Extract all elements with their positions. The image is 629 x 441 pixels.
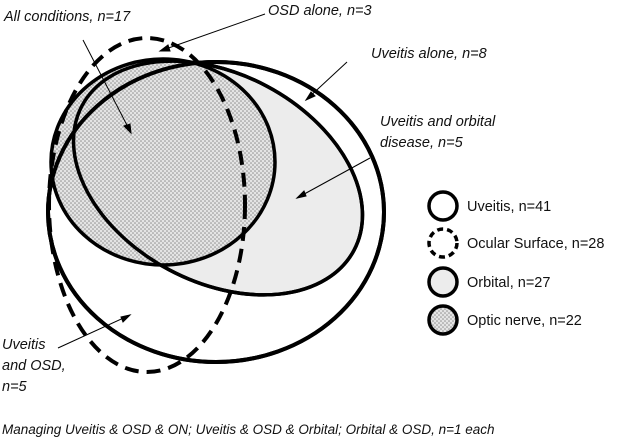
legend-optic-nerve-swatch [427,304,459,336]
legend-uveitis-label: Uveitis, n=41 [467,199,551,215]
label-uveitis-orbital-1: Uveitis and orbital [380,114,496,130]
legend-osd-swatch [427,227,459,259]
pointer-osd-alone [159,13,266,52]
pointer-osd-alone-head [158,44,171,52]
legend: Uveitis, n=41 Ocular Surface, n=28 Orbit… [427,190,604,336]
label-uveitis-alone: Uveitis alone, n=8 [371,46,487,62]
label-uveitis-osd-3: n=5 [2,379,28,395]
legend-uveitis-swatch [427,190,459,222]
legend-orbital-label: Orbital, n=27 [467,275,550,291]
pointer-uveitis-osd [57,314,131,349]
legend-osd-label: Ocular Surface, n=28 [467,236,604,252]
legend-orbital-swatch [427,266,459,298]
pointer-uveitis-alone-head [304,91,316,102]
pointer-uveitis-osd-head [120,314,132,323]
footnote: Managing Uveitis & OSD & ON; Uveitis & O… [2,422,495,437]
pointer-all-conditions [82,39,132,134]
osd-dashed-ellipse [47,36,247,374]
legend-optic-nerve-label: Optic nerve, n=22 [467,313,582,329]
pointer-all-conditions-head [123,123,132,135]
label-all-conditions: All conditions, n=17 [3,9,131,25]
label-osd-alone: OSD alone, n=3 [268,3,372,19]
pointer-lines [57,13,371,349]
pointer-uveitis-orbital [296,157,371,199]
label-uveitis-osd-2: and OSD, [2,358,66,374]
uveitis-outline-overlay [46,60,386,364]
label-uveitis-osd-1: Uveitis [2,337,46,353]
orbital-outline-overlay [71,59,365,297]
pointer-uveitis-orbital-head [295,190,307,199]
label-uveitis-orbital-2: disease, n=5 [380,135,464,151]
